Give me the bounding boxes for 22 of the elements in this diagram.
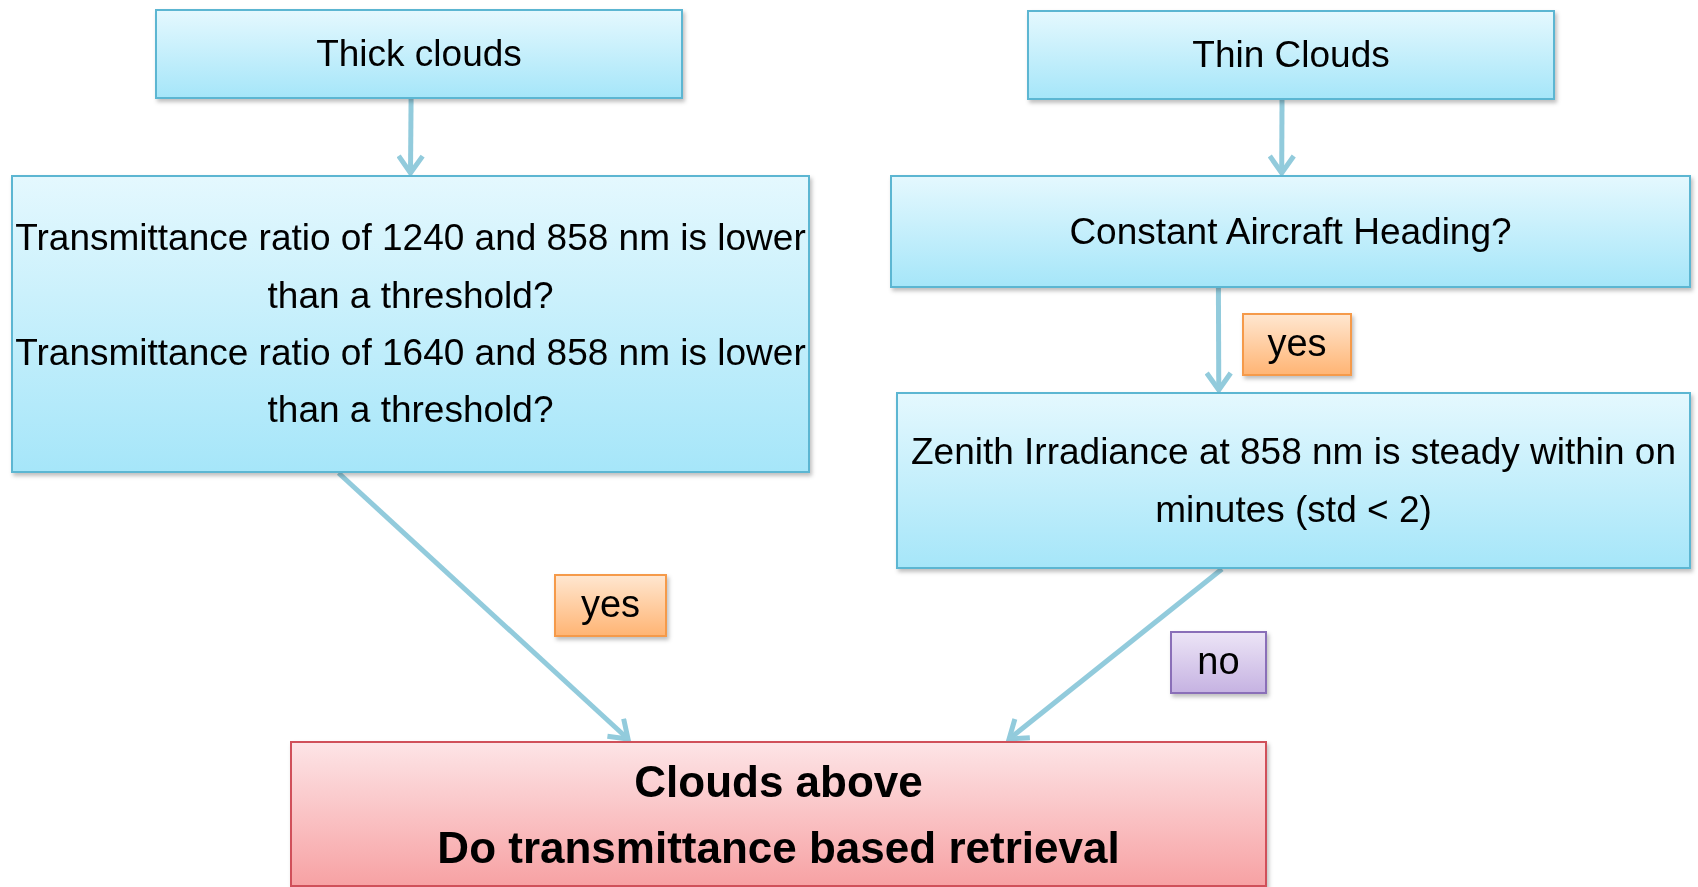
category-box bbox=[155, 9, 683, 99]
decision-box bbox=[890, 175, 1691, 288]
box-text: Transmittance ratio of 1640 and 858 nm is lower than a threshold? bbox=[14, 331, 807, 433]
decision-box bbox=[11, 175, 810, 473]
decision-box bbox=[896, 392, 1691, 569]
box-text: Do transmittance based retrieval bbox=[437, 822, 1120, 874]
category-box bbox=[1027, 10, 1555, 100]
box-text: Constant Aircraft Heading? bbox=[1069, 209, 1512, 254]
arrow bbox=[1006, 567, 1224, 742]
arrow bbox=[1204, 288, 1234, 393]
arrow bbox=[396, 99, 426, 176]
arrow bbox=[336, 471, 631, 742]
box-text: Zenith Irradiance at 858 nm is steady within on minutes (std < 2) bbox=[909, 430, 1678, 532]
box-text: Thick clouds bbox=[316, 32, 522, 77]
box-text: Transmittance ratio of 1240 and 858 nm is lower than a threshold? bbox=[14, 216, 807, 318]
edge-label: yes bbox=[554, 574, 667, 637]
edge-label: yes bbox=[1242, 313, 1352, 376]
box-text: Clouds above bbox=[634, 756, 923, 808]
edge-label: no bbox=[1170, 631, 1267, 694]
box-text: Thin Clouds bbox=[1192, 33, 1390, 78]
arrow bbox=[1267, 100, 1297, 176]
result-box bbox=[290, 741, 1267, 887]
